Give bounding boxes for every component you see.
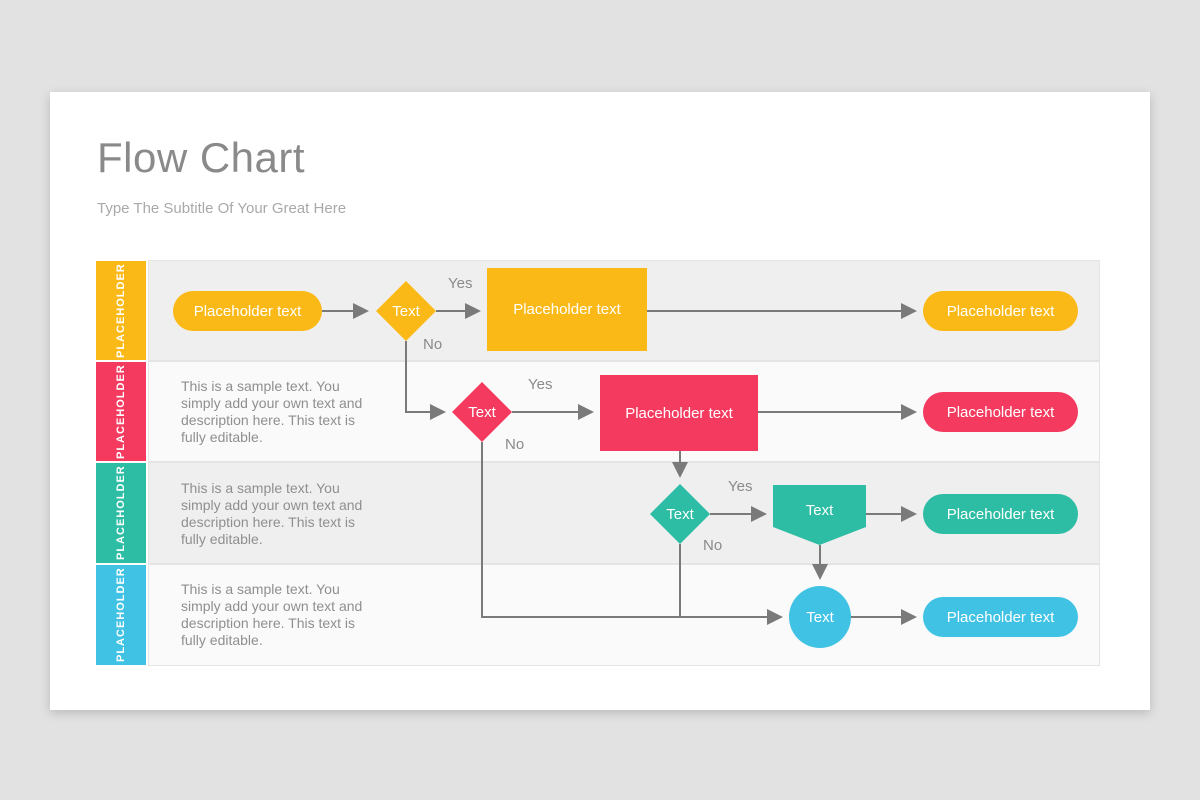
row2-no-label: No [505,436,525,453]
row4-description-text[interactable]: This is a sample text. You simply add yo… [181,581,363,648]
row2-end-pill[interactable]: Placeholder text [923,392,1078,432]
row1-end-pill[interactable]: Placeholder text [923,291,1078,331]
row1-yes-label: Yes [448,275,473,292]
row1-start-pill[interactable]: Placeholder text [173,291,322,331]
row2-description-text[interactable]: This is a sample text. You simply add yo… [181,378,363,445]
lane-label-1: PLACEHOLDER [96,261,146,360]
row3-description-text[interactable]: This is a sample text. You simply add yo… [181,480,363,547]
lane-label-2: PLACEHOLDER [96,362,146,461]
row3-yes-label: Yes [728,478,753,495]
page-subtitle: Type The Subtitle Of Your Great Here [97,200,347,217]
flowchart-board: PLACEHOLDER PLACEHOLDER PLACEHOLDER PLAC… [96,260,1100,666]
lane-label-4: PLACEHOLDER [96,565,146,665]
row2-yes-label: Yes [528,376,553,393]
row4-end-pill[interactable]: Placeholder text [923,597,1078,637]
row2-process-rect[interactable]: Placeholder text [600,375,758,451]
row4-terminator-circle[interactable]: Text [789,586,851,648]
slide-card: Flow Chart Type The Subtitle Of Your Gre… [50,92,1150,710]
row1-process-rect[interactable]: Placeholder text [487,268,647,351]
row1-no-label: No [423,336,443,353]
page-title: Flow Chart [97,134,306,181]
lane-label-3: PLACEHOLDER [96,463,146,563]
row3-no-label: No [703,537,723,554]
row3-end-pill[interactable]: Placeholder text [923,494,1078,534]
